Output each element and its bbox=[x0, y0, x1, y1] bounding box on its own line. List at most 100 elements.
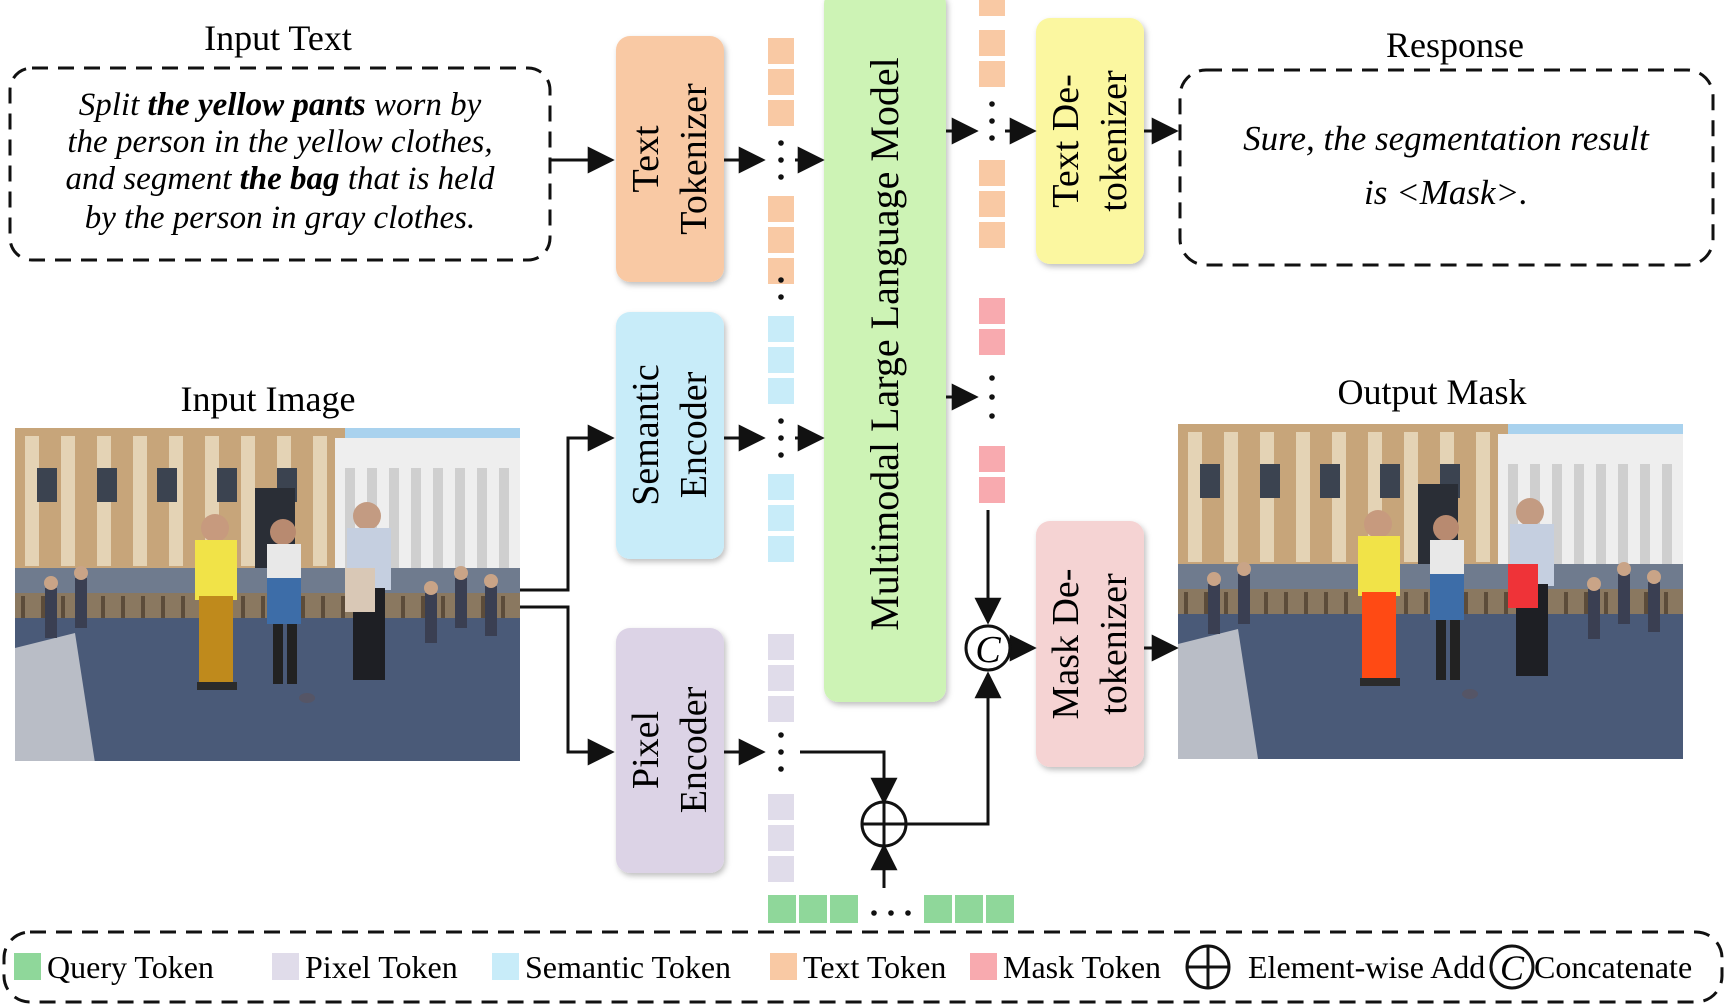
legend-label: Mask Token bbox=[1003, 949, 1161, 985]
token-square bbox=[979, 298, 1005, 324]
token-square bbox=[979, 191, 1005, 217]
head bbox=[424, 581, 438, 595]
fence-bar bbox=[1564, 592, 1568, 618]
leg bbox=[1436, 620, 1446, 680]
fence-bar bbox=[1224, 592, 1228, 618]
legend-label: Concatenate bbox=[1534, 949, 1692, 985]
ellipsis-dot bbox=[778, 140, 784, 146]
curb bbox=[15, 633, 95, 761]
text-tokenizer-label-1: Text bbox=[625, 125, 667, 192]
output-mask-title: Output Mask bbox=[1338, 372, 1527, 412]
ellipsis-dot bbox=[778, 435, 784, 441]
background-person bbox=[45, 588, 57, 638]
token-square bbox=[768, 856, 794, 882]
ellipsis-dot bbox=[778, 452, 784, 458]
ellipsis-dot bbox=[778, 294, 784, 300]
ellipsis-dot bbox=[778, 277, 784, 283]
query-token bbox=[924, 895, 952, 923]
arrow-pixel-tokens-to-add bbox=[800, 750, 898, 805]
denim-skirt bbox=[1430, 574, 1464, 620]
ellipsis-dot bbox=[989, 413, 995, 419]
colonnade-column bbox=[411, 468, 421, 578]
facade-window bbox=[37, 468, 57, 502]
legend-label: Pixel Token bbox=[305, 949, 458, 985]
mask-detokenizer-box bbox=[1036, 521, 1144, 767]
fence-bar bbox=[1504, 592, 1508, 618]
background-person bbox=[1648, 582, 1660, 632]
fence-bar bbox=[161, 596, 165, 622]
pixel-encoder-box bbox=[616, 628, 724, 873]
background-person bbox=[1618, 574, 1630, 624]
query-token bbox=[830, 895, 858, 923]
shoes bbox=[1360, 678, 1400, 686]
facade-column bbox=[61, 436, 75, 566]
colonnade-column bbox=[1552, 464, 1562, 574]
fence-bar bbox=[1184, 592, 1188, 618]
plus-circle-icon bbox=[1185, 944, 1231, 990]
token-square bbox=[768, 665, 794, 691]
fence-bar bbox=[61, 596, 65, 622]
response-line-1: Sure, the segmentation result bbox=[1243, 119, 1650, 158]
token-square bbox=[768, 38, 794, 64]
facade-column bbox=[1296, 432, 1310, 562]
pants-mask bbox=[1362, 592, 1396, 682]
token-square bbox=[979, 329, 1005, 355]
head bbox=[1647, 570, 1661, 584]
yellow-pants bbox=[199, 596, 233, 686]
token-square bbox=[768, 634, 794, 660]
head bbox=[1364, 510, 1392, 538]
fence-bar bbox=[1484, 592, 1488, 618]
fence-bar bbox=[1604, 592, 1608, 618]
token-stacks bbox=[768, 0, 1014, 923]
svg-text:C: C bbox=[975, 629, 1001, 671]
facade-column bbox=[1188, 432, 1202, 562]
head bbox=[74, 566, 88, 580]
head bbox=[201, 514, 229, 542]
background-person bbox=[1208, 584, 1220, 634]
ellipsis-dot bbox=[989, 135, 995, 141]
fence-bar bbox=[101, 596, 105, 622]
token-square bbox=[979, 0, 1005, 16]
fence-bar bbox=[441, 596, 445, 622]
semantic-encoder-box bbox=[616, 312, 724, 559]
fence-bar bbox=[1284, 592, 1288, 618]
token-square bbox=[768, 505, 794, 531]
plus-circle-icon bbox=[860, 800, 908, 848]
facade-column bbox=[241, 436, 255, 566]
token-square bbox=[979, 446, 1005, 472]
query-token bbox=[955, 895, 983, 923]
token-square bbox=[768, 474, 794, 500]
token-square bbox=[979, 30, 1005, 56]
token-square bbox=[979, 222, 1005, 248]
mask-detokenizer-label-1: Mask De- bbox=[1045, 569, 1087, 720]
legend-label: Element-wise Add bbox=[1248, 949, 1485, 985]
text-tokenizer-label-2: Tokenizer bbox=[673, 83, 715, 235]
pigeon bbox=[1462, 689, 1478, 699]
fence-bar bbox=[341, 596, 345, 622]
arrow-add-to-concat bbox=[906, 671, 1002, 826]
background-person bbox=[1238, 574, 1250, 624]
facade-window bbox=[217, 468, 237, 502]
response-line-2: is <Mask>. bbox=[1364, 173, 1528, 212]
facade-column bbox=[1224, 432, 1238, 562]
head bbox=[1617, 562, 1631, 576]
fence-bar bbox=[301, 596, 305, 622]
colonnade-column bbox=[433, 468, 443, 578]
legend-swatch bbox=[272, 953, 299, 980]
colonnade-column bbox=[345, 468, 355, 578]
input-text-line: by the person in gray clothes. bbox=[85, 200, 475, 236]
pixel-encoder-label-2: Encoder bbox=[673, 686, 715, 813]
ellipsis-dot bbox=[989, 394, 995, 400]
legend-label: Text Token bbox=[803, 949, 946, 985]
facade-column bbox=[133, 436, 147, 566]
fence-bar bbox=[1304, 592, 1308, 618]
facade-column bbox=[313, 436, 327, 566]
fence-bar bbox=[141, 596, 145, 622]
head bbox=[1237, 562, 1251, 576]
leg bbox=[1450, 620, 1460, 680]
text-tokenizer-box bbox=[616, 36, 724, 282]
connectors bbox=[520, 117, 1179, 888]
legend-label: Semantic Token bbox=[525, 949, 731, 985]
shoes bbox=[197, 682, 237, 690]
